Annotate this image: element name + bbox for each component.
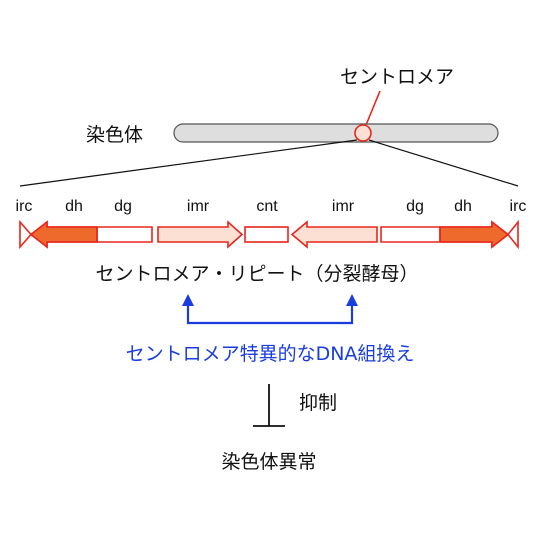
- zoom-line-right: [368, 139, 519, 187]
- segment-label-dh-right: dh: [454, 198, 472, 215]
- suppression-label: 抑制: [299, 392, 337, 414]
- segment-label-imr-left: imr: [187, 198, 210, 215]
- bracket-arrowhead-left: [182, 294, 194, 306]
- centromere-pointer-line: [365, 90, 381, 126]
- segment-label-dg-left: dg: [114, 198, 132, 215]
- segment-label-irc-right: irc: [510, 198, 527, 215]
- segment-label-imr-right: imr: [332, 198, 355, 215]
- aberration-label: 染色体異常: [221, 451, 316, 473]
- chromosome-label: 染色体: [86, 124, 143, 146]
- imr-right-arrow: [290, 220, 378, 249]
- dh-right-segment: [439, 220, 510, 249]
- irc-left-triangle: [19, 219, 33, 250]
- imr-left-arrow: [157, 220, 244, 249]
- zoom-line-left: [19, 139, 358, 187]
- centromere-marker: [354, 124, 372, 142]
- segment-label-dh-left: dh: [65, 198, 83, 215]
- dh-left-segment: [29, 220, 98, 249]
- irc-right-triangle: [506, 219, 519, 250]
- chromosome-bar: [173, 123, 499, 143]
- segment-label-dg-right: dg: [406, 198, 424, 215]
- centromere-label: セントロメア: [340, 66, 454, 88]
- recombination-bracket: [186, 301, 354, 325]
- repeat-caption: セントロメア・リピート（分裂酵母）: [95, 263, 418, 285]
- bracket-arrowhead-right: [346, 294, 358, 306]
- cnt-segment: [244, 226, 289, 243]
- segment-label-cnt: cnt: [256, 198, 278, 215]
- recombination-label: セントロメア特異的なDNA組換え: [126, 343, 415, 365]
- segment-label-irc-left: irc: [16, 198, 33, 215]
